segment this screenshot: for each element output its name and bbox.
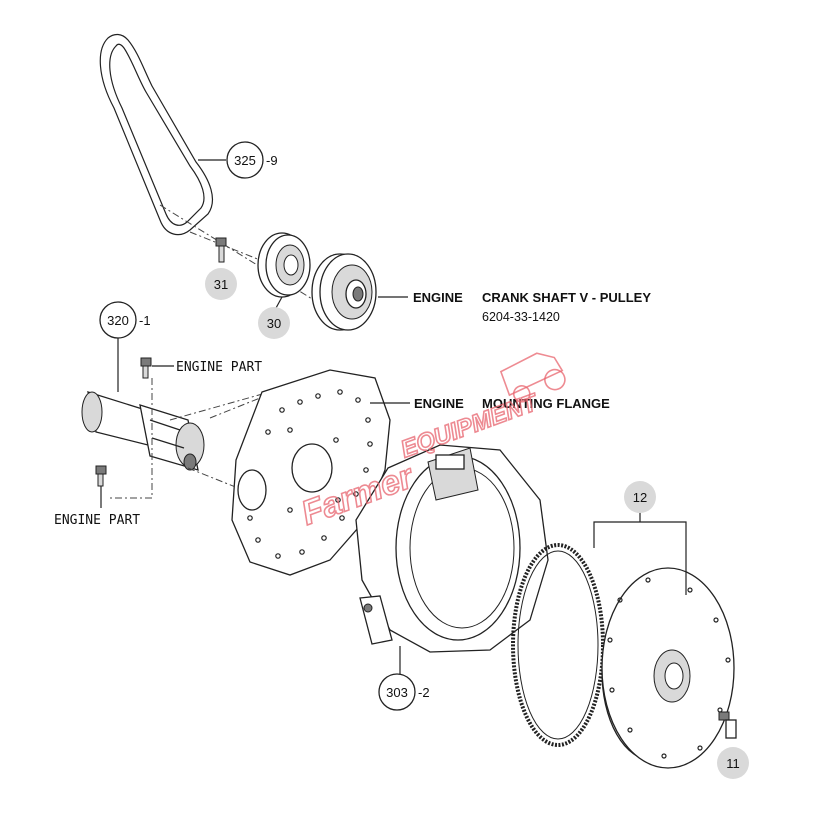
starter-bolt-bottom [95,465,107,487]
tractor-logo-icon [499,352,564,397]
flywheel-holes [607,577,731,759]
callout-303: 303 -2 [378,673,430,711]
callout-320-suffix: -1 [139,313,151,328]
callout-320: 320 -1 [99,301,151,339]
callout-31: 31 [205,268,237,300]
callout-12-number: 12 [633,490,647,505]
crankshaft-v-pulley [311,253,377,331]
engine-part-top-label: ENGINE PART [176,360,262,375]
small-pulley [257,232,311,298]
callout-11-number: 11 [726,756,740,771]
callout-12: 12 [624,481,656,513]
pulley-leader [275,296,283,309]
callout-31-number: 31 [214,277,228,292]
callout-320-number: 320 [107,313,129,328]
flange-holes [247,389,373,559]
callout-303-number: 303 [386,685,408,700]
mounting-flange [231,369,391,576]
v-belt [99,33,213,236]
ring-gear-bracket [593,512,687,595]
callout-30: 30 [258,307,290,339]
starter-bolt-top [140,357,152,379]
engine-part-bottom-label: ENGINE PART [54,513,140,528]
crank-pulley-part-number: 6204-33-1420 [482,310,560,324]
belt-centerline [159,204,331,311]
flange-engine-label: ENGINE [414,396,464,411]
pulley-bolt [215,237,227,263]
crank-pulley-name: CRANK SHAFT V - PULLEY [482,290,651,305]
flange-name: MOUNTING FLANGE [482,396,610,411]
flywheel [601,567,735,769]
flywheel-bolt [718,711,737,739]
starter-motor [81,391,205,471]
callout-325: 325 -9 [226,141,278,179]
crank-pulley-engine-label: ENGINE [413,290,463,305]
callout-30-number: 30 [267,316,281,331]
callout-325-suffix: -9 [266,153,278,168]
starter-centerlines [110,369,331,501]
callout-11: 11 [717,747,749,779]
callout-325-number: 325 [234,153,256,168]
callout-303-suffix: -2 [418,685,430,700]
flywheel-housing [355,444,549,653]
